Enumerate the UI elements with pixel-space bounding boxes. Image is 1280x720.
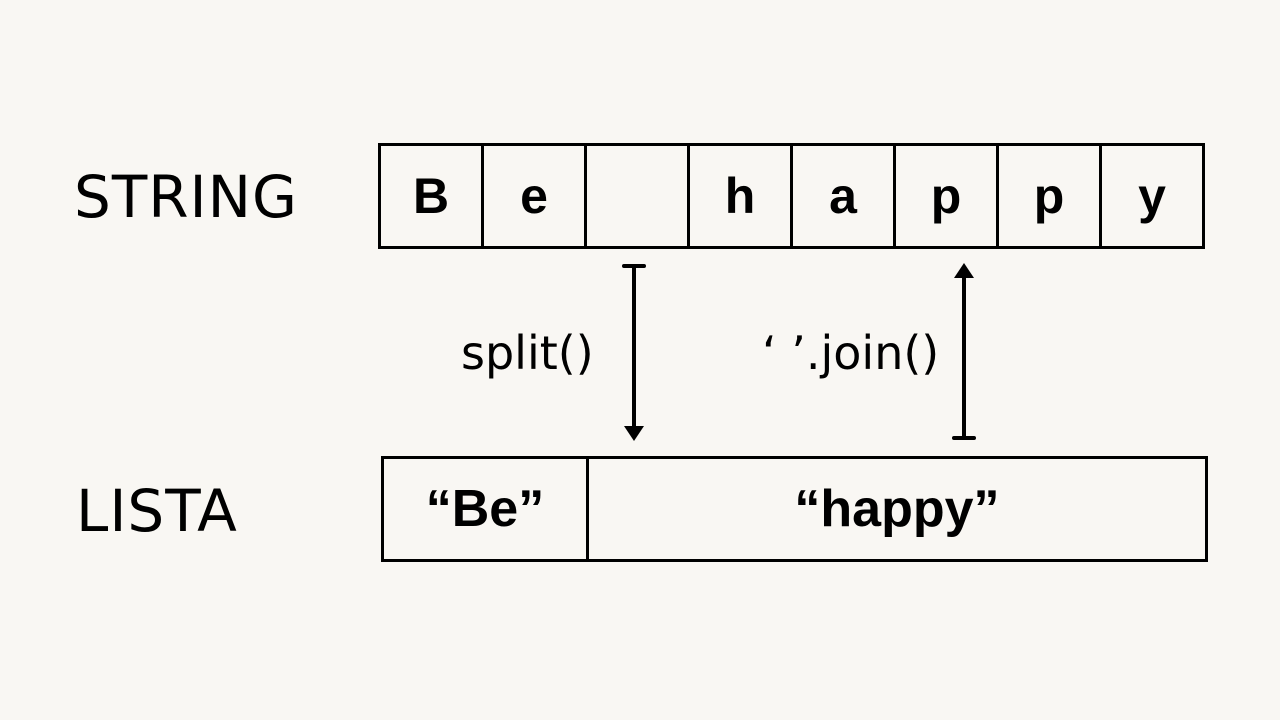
split-label: split()	[461, 326, 594, 380]
string-char-cell: B	[381, 146, 484, 246]
join-arrow	[952, 263, 976, 440]
list-item-cell: “Be”	[384, 459, 589, 559]
string-char-cell	[587, 146, 690, 246]
string-char-cell: e	[484, 146, 587, 246]
string-char-cell: y	[1138, 168, 1166, 224]
split-arrow	[622, 264, 646, 441]
arrow-up-icon	[954, 263, 974, 278]
arrow-down-icon	[624, 426, 644, 441]
string-cells: B e h a p p y	[378, 143, 1205, 249]
join-label: ‘ ’.join()	[762, 326, 940, 380]
string-char-cell: a	[793, 146, 896, 246]
list-item-cell: “happy”	[794, 480, 1000, 538]
list-row-label: LISTA	[76, 477, 238, 545]
string-char-cell: p	[896, 146, 999, 246]
string-char-cell: h	[690, 146, 793, 246]
list-cells: “Be” “happy”	[381, 456, 1208, 562]
string-char-cell: p	[999, 146, 1102, 246]
string-row-label: STRING	[74, 163, 298, 231]
